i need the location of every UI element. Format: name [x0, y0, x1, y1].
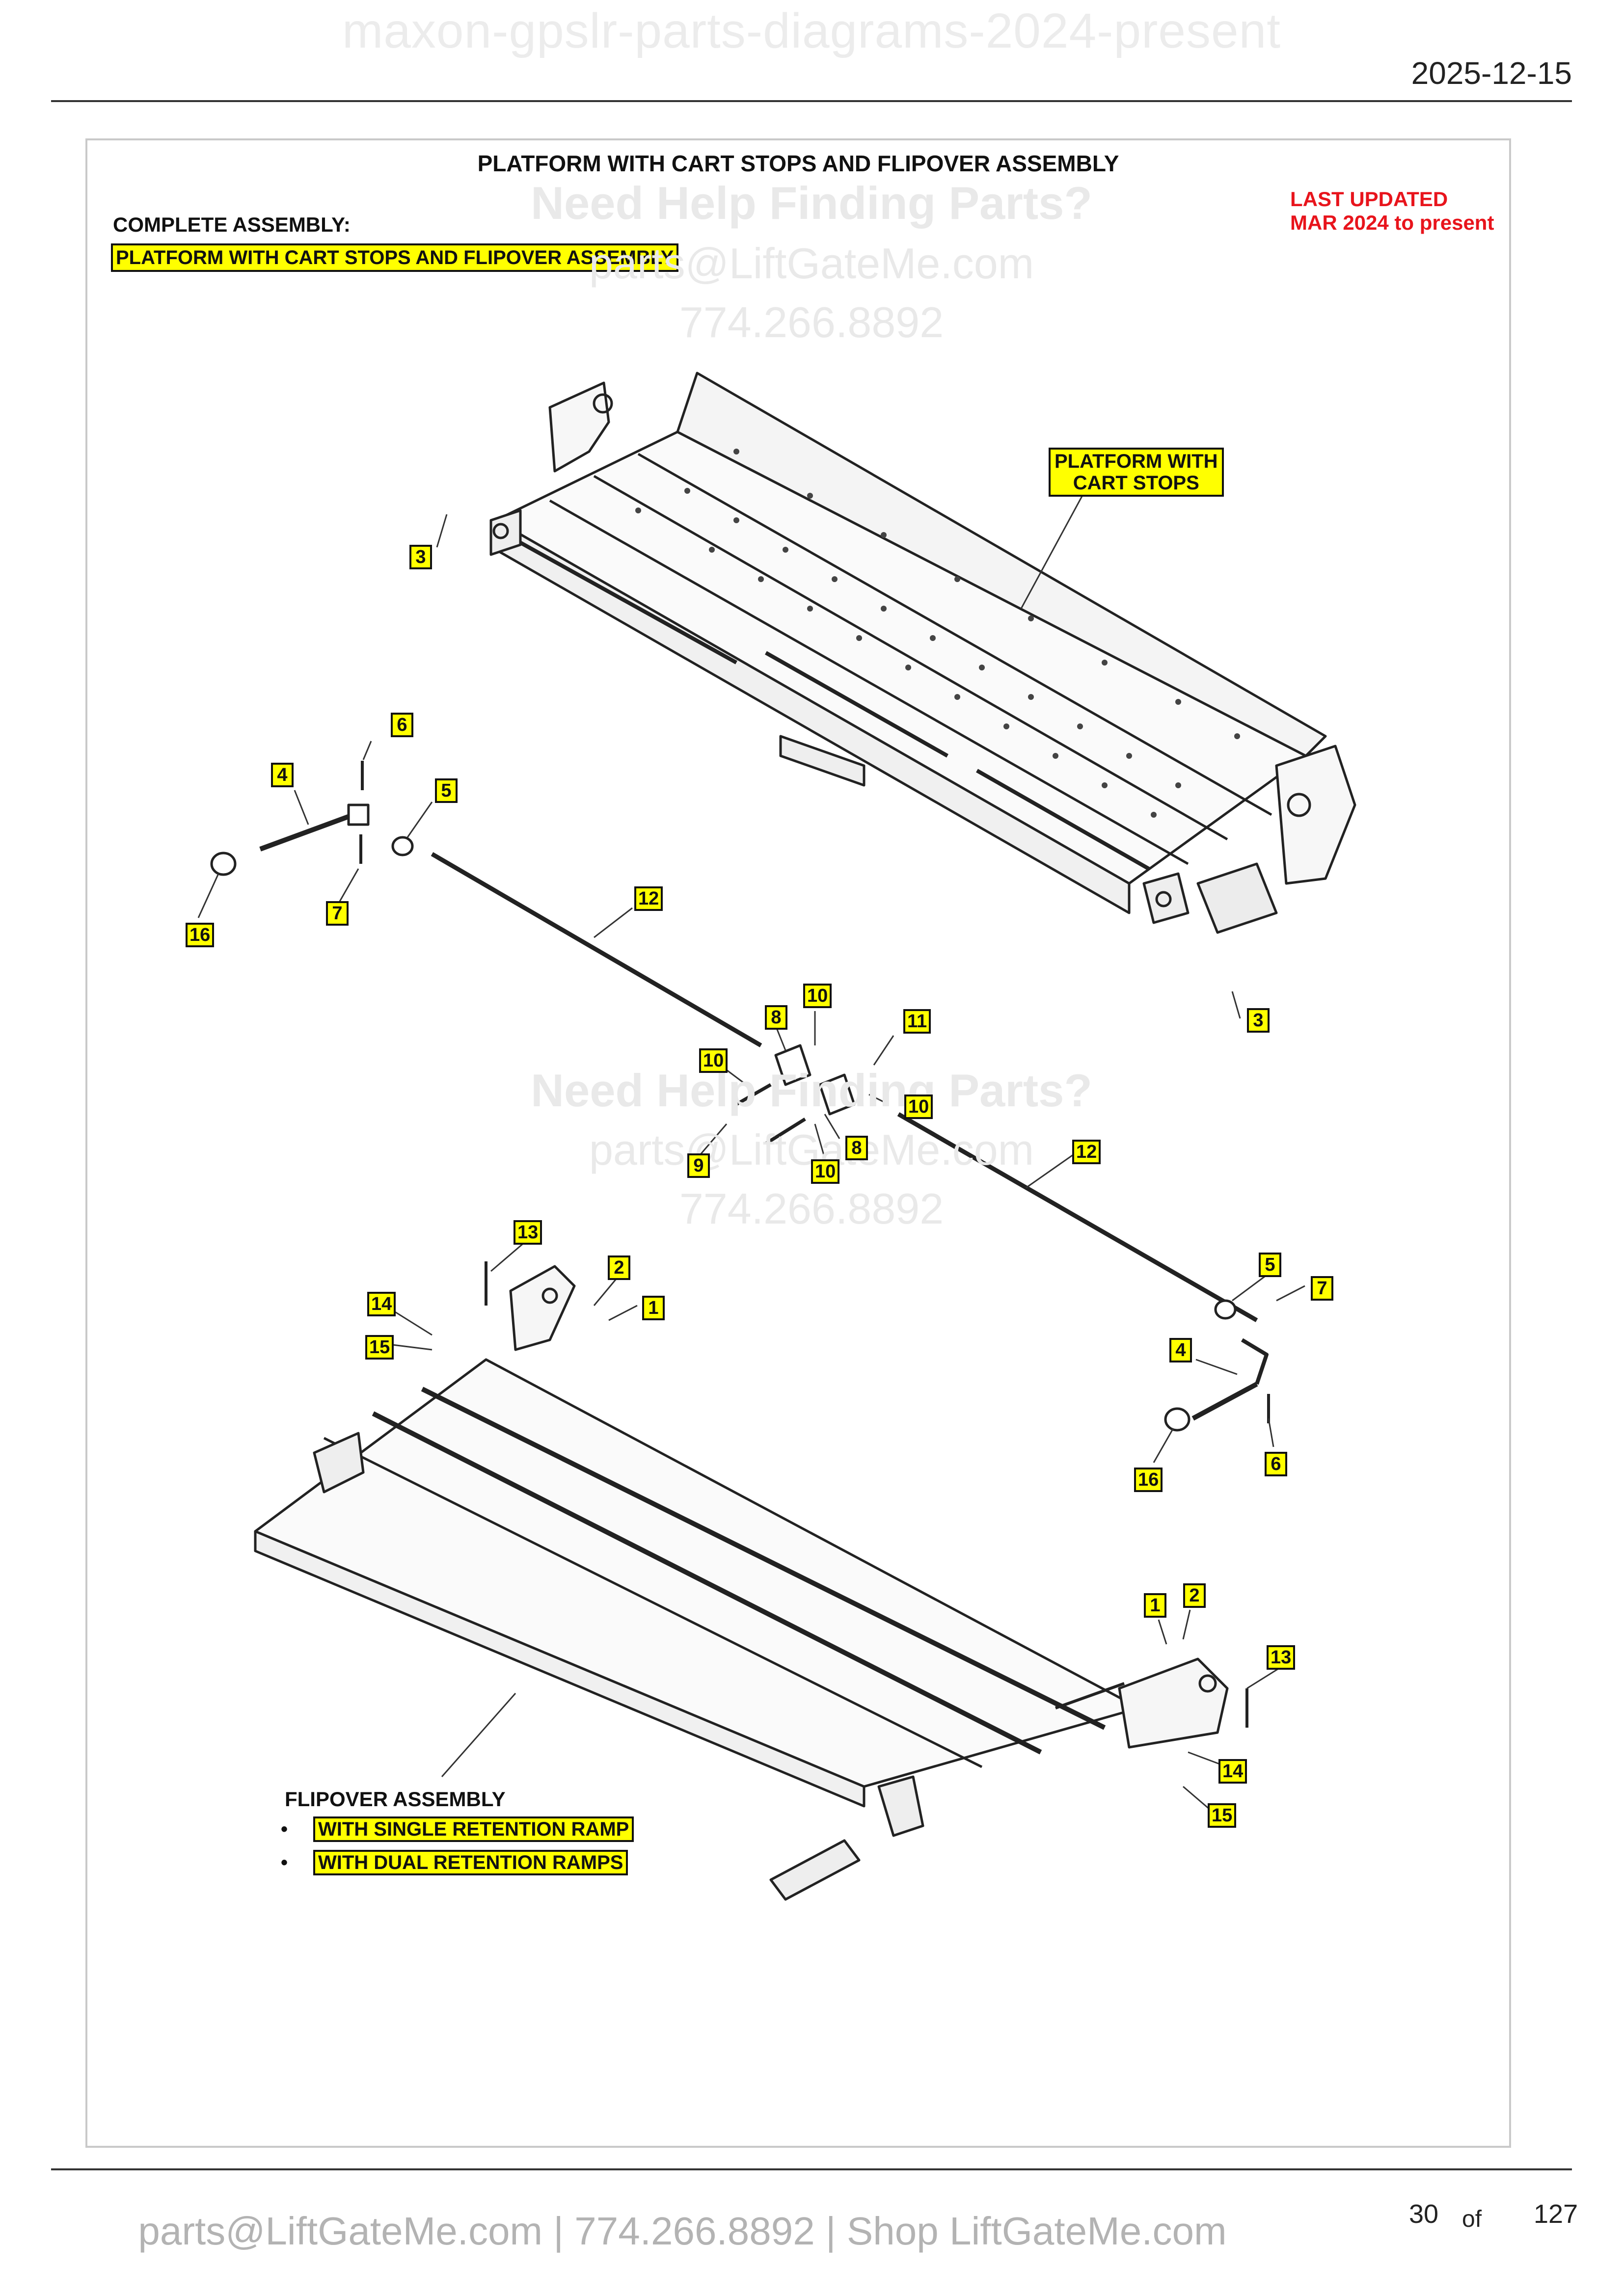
footer-rule: [51, 2168, 1572, 2170]
callout-5b[interactable]: 5: [1259, 1253, 1281, 1277]
callout-16b[interactable]: 16: [1134, 1468, 1163, 1492]
bullet: •: [281, 1818, 288, 1840]
callout-8[interactable]: 8: [765, 1005, 787, 1030]
callout-10c[interactable]: 10: [904, 1095, 933, 1119]
last-updated-range: MAR 2024 to present: [1290, 211, 1494, 234]
help-watermark: Need Help Finding Parts?: [531, 177, 1092, 229]
flipover-option-dual[interactable]: • WITH DUAL RETENTION RAMPS: [281, 1850, 628, 1875]
email-watermark: parts@LiftGateMe.com: [589, 239, 1034, 288]
platform-with-cart-stops: [489, 372, 1356, 934]
shafts: [431, 852, 1258, 1322]
complete-assembly-item[interactable]: PLATFORM WITH CART STOPS AND FLIPOVER AS…: [111, 243, 679, 272]
bullet: •: [281, 1852, 288, 1873]
left-shaft-hardware: [210, 761, 414, 876]
flipover-option-label: WITH DUAL RETENTION RAMPS: [313, 1850, 628, 1875]
center-coupling: [735, 1044, 856, 1145]
header-rule: [51, 100, 1572, 102]
right-shaft-hardware: [1164, 1299, 1270, 1432]
callout-11[interactable]: 11: [903, 1009, 931, 1034]
callout-10[interactable]: 10: [803, 984, 832, 1008]
callout-9[interactable]: 9: [687, 1153, 710, 1178]
page-total: 127: [1534, 2199, 1578, 2229]
callout-2b[interactable]: 2: [1183, 1583, 1206, 1608]
document-date: 2025-12-15: [1411, 55, 1572, 91]
callout-6b[interactable]: 6: [1265, 1452, 1287, 1476]
document-watermark-title: maxon-gpslr-parts-diagrams-2024-present: [342, 3, 1281, 58]
callout-16[interactable]: 16: [186, 923, 215, 947]
platform-label-line1: PLATFORM WITH: [1055, 451, 1218, 472]
flipover-heading: FLIPOVER ASSEMBLY: [285, 1788, 506, 1811]
flipover-option-single[interactable]: • WITH SINGLE RETENTION RAMP: [281, 1816, 634, 1842]
page-of-label: of: [1462, 2206, 1482, 2232]
callout-12b[interactable]: 12: [1072, 1140, 1101, 1164]
callout-7[interactable]: 7: [326, 901, 349, 926]
callout-1b[interactable]: 1: [1144, 1593, 1166, 1618]
callout-3[interactable]: 3: [409, 545, 432, 569]
last-updated-label: LAST UPDATED: [1290, 187, 1448, 211]
callout-5[interactable]: 5: [435, 778, 458, 803]
phone-watermark: 774.266.8892: [679, 298, 944, 347]
platform-label-line2: CART STOPS: [1073, 472, 1199, 494]
callout-1[interactable]: 1: [642, 1296, 665, 1320]
callout-13[interactable]: 13: [514, 1220, 542, 1245]
diagram-frame: [85, 138, 1511, 2148]
callout-6[interactable]: 6: [391, 713, 413, 737]
callout-14[interactable]: 14: [367, 1292, 396, 1316]
help-watermark-2: Need Help Finding Parts?: [531, 1065, 1092, 1116]
callout-15b[interactable]: 15: [1208, 1803, 1237, 1828]
flipover-assembly: [254, 1261, 1248, 1901]
last-updated-note: LAST UPDATED MAR 2024 to present: [1290, 187, 1494, 235]
callout-12[interactable]: 12: [634, 886, 663, 911]
phone-watermark-2: 774.266.8892: [679, 1184, 944, 1233]
page-number: 30: [1409, 2199, 1439, 2229]
callout-10d[interactable]: 10: [811, 1159, 840, 1184]
callout-2[interactable]: 2: [608, 1255, 630, 1280]
diagram-title: PLATFORM WITH CART STOPS AND FLIPOVER AS…: [477, 151, 1119, 176]
callout-8b[interactable]: 8: [845, 1136, 868, 1160]
callout-15[interactable]: 15: [365, 1335, 394, 1360]
platform-with-cart-stops-label[interactable]: PLATFORM WITH CART STOPS: [1049, 448, 1224, 497]
callout-13b[interactable]: 13: [1267, 1645, 1296, 1670]
callout-3b[interactable]: 3: [1247, 1008, 1270, 1033]
callout-4b[interactable]: 4: [1169, 1338, 1192, 1362]
complete-assembly-heading: COMPLETE ASSEMBLY:: [113, 213, 351, 236]
flipover-option-label: WITH SINGLE RETENTION RAMP: [313, 1816, 634, 1842]
callout-7b[interactable]: 7: [1311, 1276, 1333, 1301]
callout-14b[interactable]: 14: [1218, 1759, 1247, 1784]
callout-4[interactable]: 4: [271, 763, 294, 787]
platform-tread-dots: [635, 449, 1240, 818]
footer-contact[interactable]: parts@LiftGateMe.com | 774.266.8892 | Sh…: [138, 2209, 1227, 2253]
callout-10b[interactable]: 10: [699, 1048, 728, 1073]
